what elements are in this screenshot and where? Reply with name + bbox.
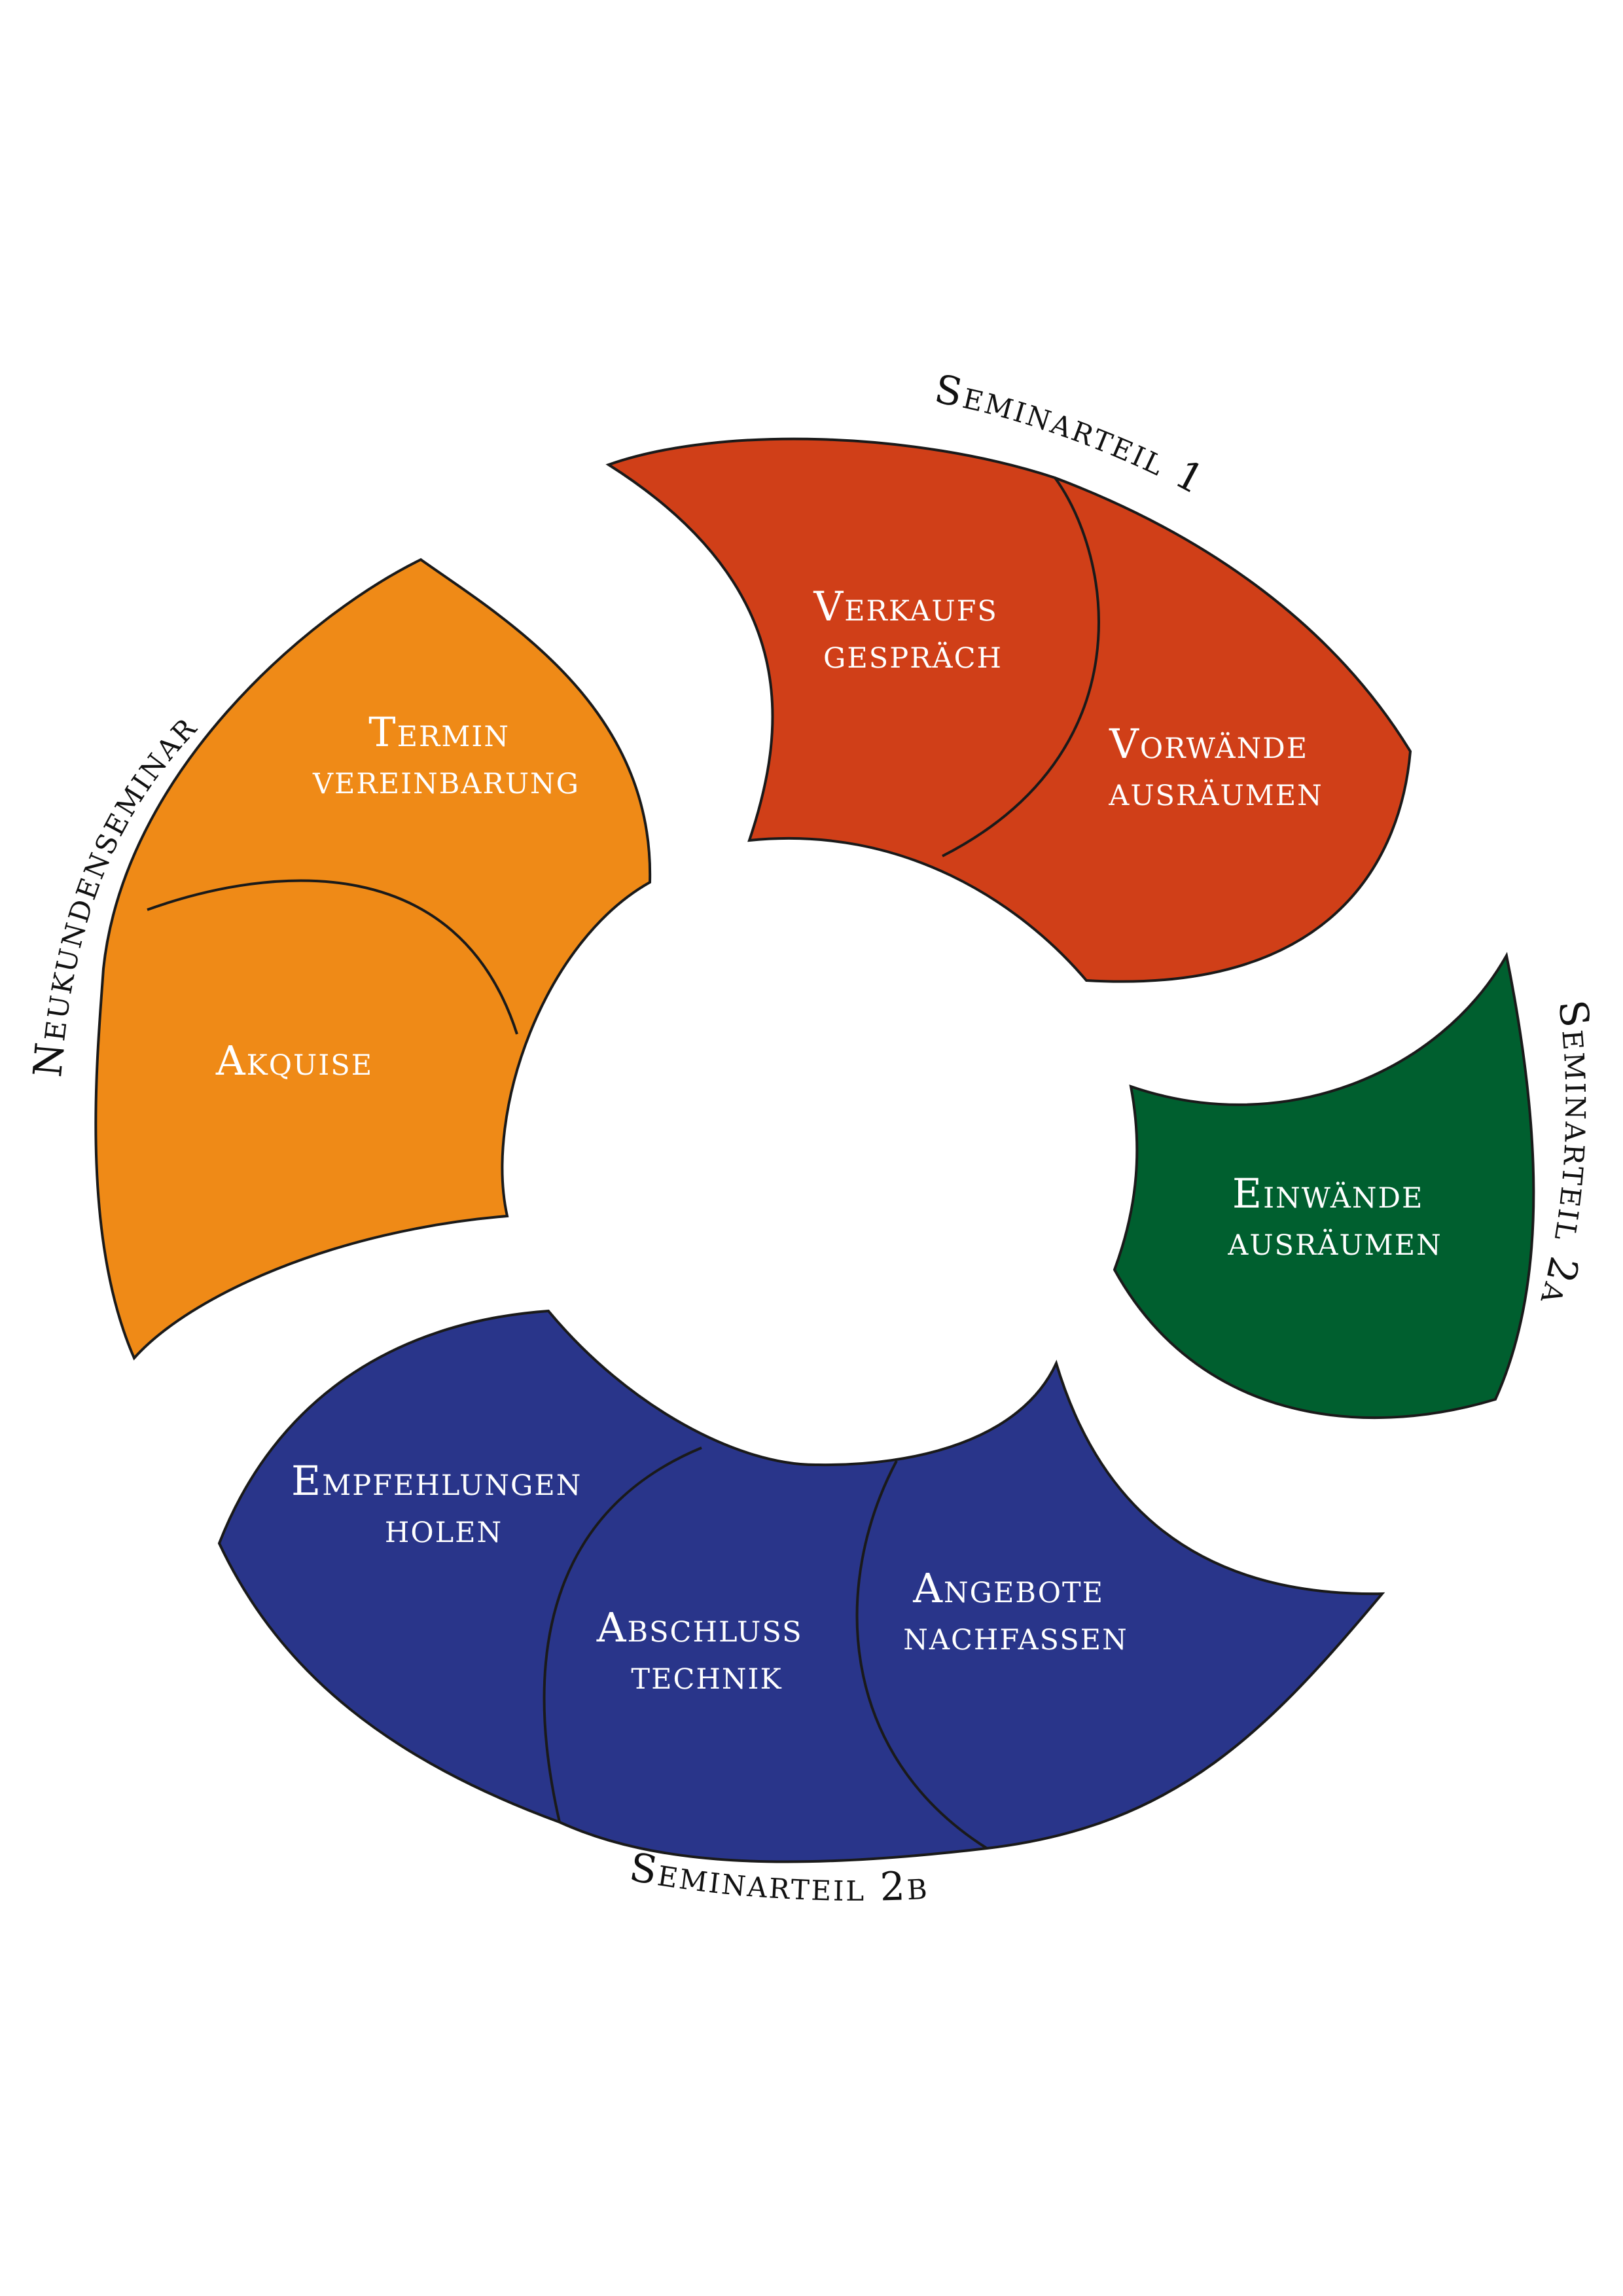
title-seminarteil-2a: Seminarteil 2a — [1531, 997, 1602, 1312]
segment-seminarteil-1: Verkaufs gespräch Vorwände ausräumen — [605, 437, 1412, 983]
separator-termin-akquise — [147, 879, 518, 1035]
step-angebote-nachfassen: Angebote nachfassen — [903, 1564, 1128, 1659]
segment-seminarteil-2a-shape — [1113, 952, 1535, 1420]
step-empfehlungen-holen: Empfehlungen holen — [291, 1457, 596, 1552]
step-termin-vereinbarung: Termin vereinbarung — [312, 708, 580, 803]
segment-seminarteil-2a: Einwände ausräumen — [1113, 952, 1535, 1420]
step-vorwaende-ausraeumen: Vorwände ausräumen — [1108, 720, 1323, 815]
segment-seminarteil-2b: Empfehlungen holen Abschluss technik Ang… — [217, 1309, 1385, 1863]
segment-seminarteil-2b-shape — [217, 1309, 1385, 1863]
step-abschluss-technik: Abschluss technik — [596, 1604, 817, 1698]
segment-neukundenseminar: Termin vereinbarung Akquise — [94, 558, 652, 1361]
step-einwaende-ausraeumen: Einwände ausräumen — [1227, 1170, 1442, 1265]
step-verkaufsgespraech: Verkaufs gespräch — [813, 583, 1012, 677]
step-akquise: Akquise — [215, 1037, 373, 1085]
separator-abschluss-angebote — [855, 1460, 988, 1850]
segment-neukundenseminar-shape — [94, 558, 652, 1361]
separator-verkaufsgespraech-vorwaende — [942, 476, 1100, 857]
segment-seminarteil-1-shape — [605, 437, 1412, 983]
separator-empfehlungen-abschluss — [543, 1446, 702, 1823]
